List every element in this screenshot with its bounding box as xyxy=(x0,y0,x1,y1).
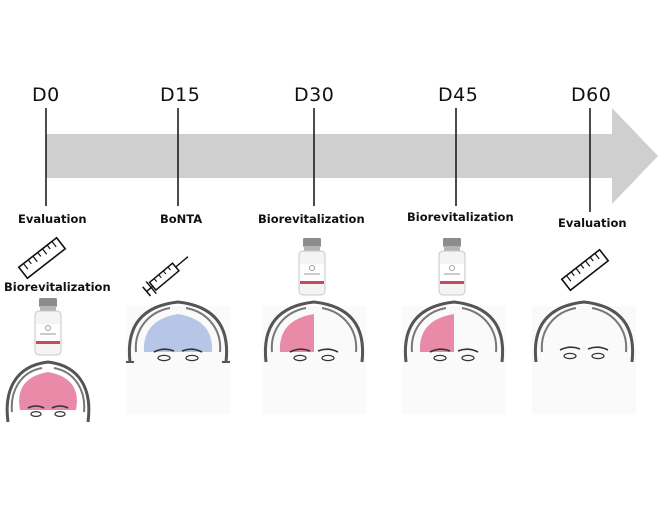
face-forehead-pink-icon xyxy=(5,360,91,423)
step-label-d60-evaluation: Evaluation xyxy=(558,216,627,230)
day-label-d15: D15 xyxy=(160,84,201,106)
ruler-icon xyxy=(17,236,67,280)
timeline-arrow xyxy=(46,108,658,204)
day-label-d0: D0 xyxy=(32,84,60,106)
face-forehead-blue-icon xyxy=(126,300,230,414)
face-half-forehead-pink-icon xyxy=(262,300,366,414)
day-label-d30: D30 xyxy=(294,84,335,106)
vial-icon xyxy=(298,238,326,296)
step-label-d0-biorevitalization: Biorevitalization xyxy=(4,280,111,294)
day-label-d45: D45 xyxy=(438,84,479,106)
step-label-d0-evaluation: Evaluation xyxy=(18,212,87,226)
ruler-icon xyxy=(560,248,610,292)
step-label-d45-biorevitalization: Biorevitalization xyxy=(407,210,514,224)
face-plain-icon xyxy=(532,300,636,414)
vial-icon xyxy=(34,298,62,356)
step-label-d15-bonta: BoNTA xyxy=(160,212,203,226)
vial-icon xyxy=(438,238,466,296)
syringe-icon xyxy=(142,256,189,297)
face-half-forehead-pink-icon xyxy=(402,300,506,414)
day-label-d60: D60 xyxy=(571,84,612,106)
step-label-d30-biorevitalization: Biorevitalization xyxy=(258,212,365,226)
